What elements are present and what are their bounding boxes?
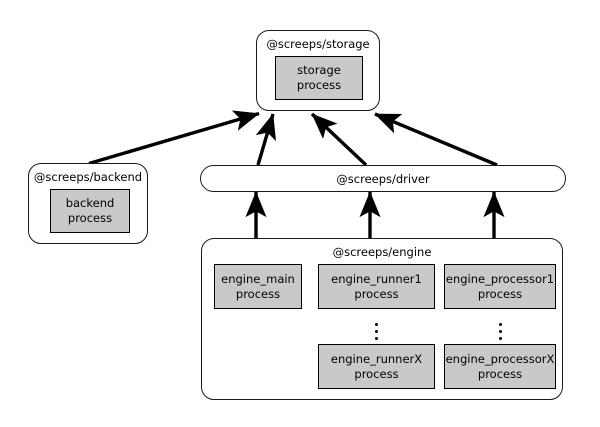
processor-ellipsis-icon: [490, 319, 510, 340]
process-engine-processor1[interactable]: engine_processor1 process: [444, 264, 556, 309]
arrow-driver-to-storage-mid: [310, 112, 368, 167]
package-storage[interactable]: @screeps/storage storage process: [256, 30, 380, 111]
process-engine-main-line2: process: [235, 286, 281, 301]
process-engine-runner1[interactable]: engine_runner1 process: [318, 264, 435, 309]
package-driver-title: @screeps/driver: [336, 172, 430, 186]
process-engine-main-line1: engine_main: [221, 271, 295, 286]
process-engine-processorx-line2: process: [477, 366, 523, 381]
package-engine-title: @screeps/engine: [332, 245, 432, 259]
process-engine-processor1-line2: process: [477, 286, 523, 301]
package-backend-title: @screeps/backend: [33, 170, 143, 184]
package-driver[interactable]: @screeps/driver: [200, 165, 566, 192]
process-engine-runner1-line2: process: [354, 286, 399, 301]
process-engine-processorx[interactable]: engine_processorX process: [444, 344, 556, 389]
process-backend-line1: backend: [65, 196, 115, 210]
package-backend[interactable]: @screeps/backend backend process: [28, 163, 148, 244]
arrow-driver-to-storage-right: [374, 112, 498, 167]
process-storage-line1: storage: [297, 63, 341, 77]
process-storage-line2: process: [296, 78, 342, 92]
process-engine-runnerx-line1: engine_runnerX: [330, 351, 423, 366]
arrow-backend-to-storage: [88, 110, 260, 166]
package-storage-title: @screeps/storage: [266, 37, 370, 51]
process-engine-runnerx[interactable]: engine_runnerX process: [318, 344, 435, 389]
runner-ellipsis-icon: [366, 319, 386, 340]
process-backend-line2: process: [67, 211, 113, 225]
arrow-driver-to-storage-left: [255, 113, 277, 166]
package-engine[interactable]: @screeps/engine engine_main process engi…: [201, 238, 563, 400]
process-backend[interactable]: backend process: [50, 189, 130, 233]
process-engine-runner1-line1: engine_runner1: [331, 271, 422, 286]
process-engine-main[interactable]: engine_main process: [214, 264, 302, 309]
process-engine-processor1-line1: engine_processor1: [445, 271, 555, 286]
process-engine-processorx-line1: engine_processorX: [445, 351, 555, 366]
process-engine-runnerx-line2: process: [354, 366, 399, 381]
process-storage[interactable]: storage process: [275, 56, 363, 100]
